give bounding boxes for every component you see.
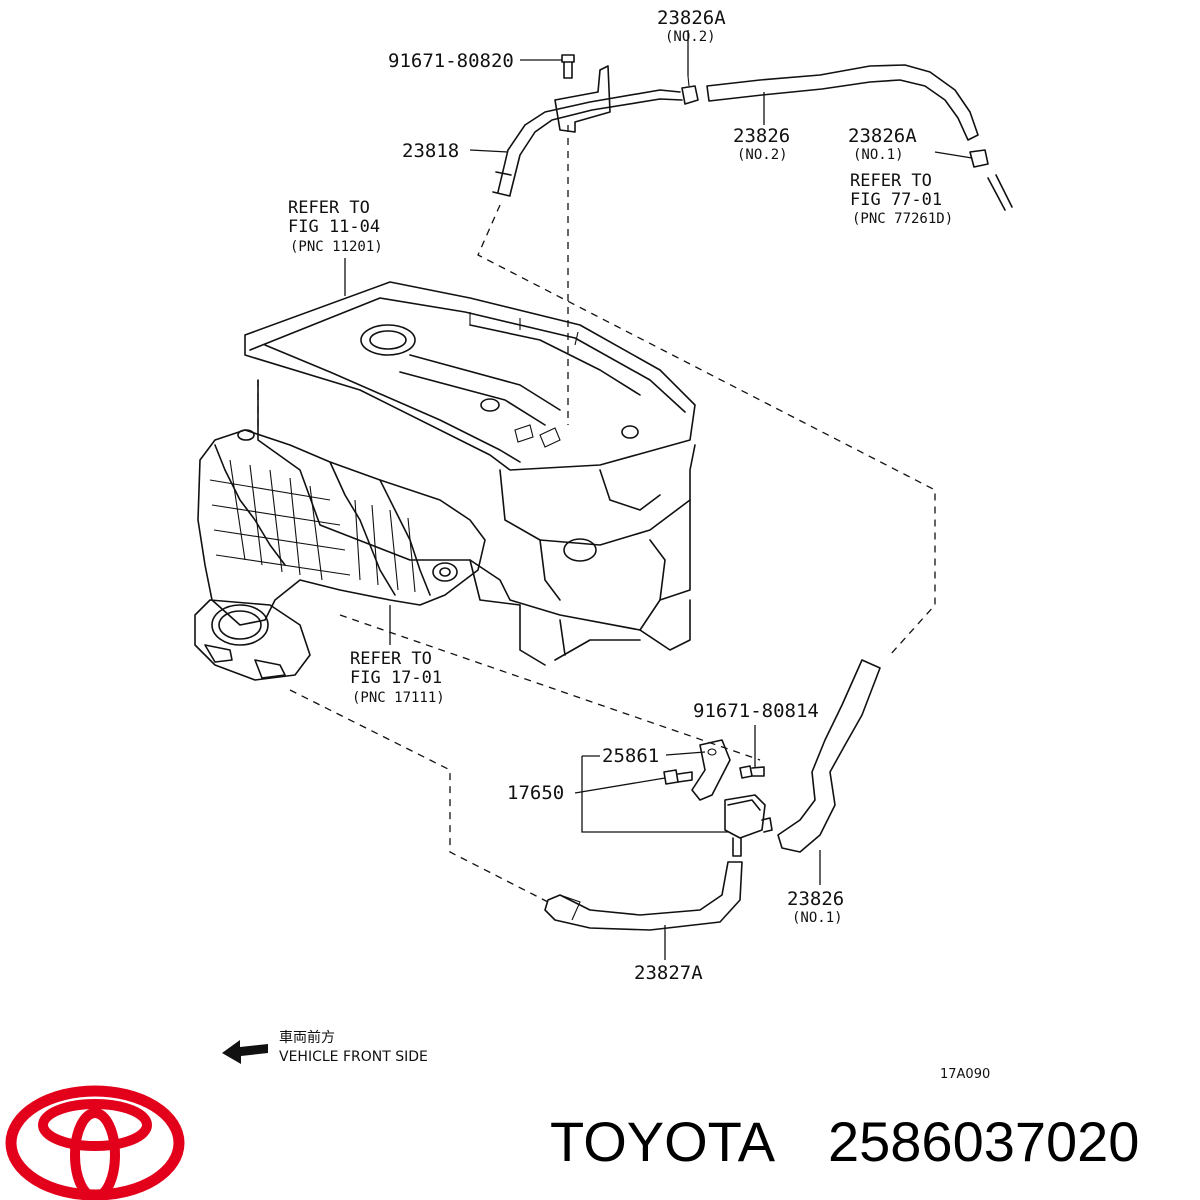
callout-23826-no2-sub: (NO.2) <box>737 147 788 163</box>
callout-23826-no1-sub: (NO.1) <box>792 910 843 926</box>
ref-fig-11-line3: (PNC 11201) <box>290 239 383 255</box>
engine-head-drawing <box>194 281 696 681</box>
figure-code: 17A090 <box>940 1067 990 1082</box>
callout-23826-no1: 23826 <box>787 888 844 910</box>
leader-lines <box>344 30 973 960</box>
front-arrow-icon <box>222 1040 268 1064</box>
ref-fig-77-line2: FIG 77-01 <box>850 190 942 210</box>
ref-fig-11-line2: FIG 11-04 <box>288 217 380 237</box>
front-label-japanese: 車両前方 <box>279 1029 335 1046</box>
vehicle-front-indicator: 車両前方 VEHICLE FRONT SIDE <box>222 1029 428 1065</box>
callout-25861: 25861 <box>602 745 659 767</box>
callout-23826-no2: 23826 <box>733 125 790 147</box>
ref-fig-77-line1: REFER TO <box>850 171 932 191</box>
brand-name: TOYOTA <box>550 1110 776 1173</box>
callout-23826A-no1: 23826A <box>848 125 917 147</box>
ref-fig-17-line2: FIG 17-01 <box>350 668 442 688</box>
callout-91671-80814: 91671-80814 <box>693 700 819 722</box>
ref-fig-77-line3: (PNC 77261D) <box>852 211 953 227</box>
callout-23826A-no2: 23826A <box>657 7 726 29</box>
callout-17650: 17650 <box>507 782 564 804</box>
ref-fig-17-line1: REFER TO <box>350 649 432 669</box>
callout-23826A-no2-sub: (NO.2) <box>665 29 716 45</box>
toyota-logo-icon <box>5 1085 185 1200</box>
callout-23827A: 23827A <box>634 962 703 984</box>
callout-labels: 23826A (NO.2) 91671-80820 23818 23826 (N… <box>288 7 953 984</box>
ref-fig-17-line3: (PNC 17111) <box>352 690 445 706</box>
part-number: 2586037020 <box>828 1110 1139 1173</box>
upper-pcv-assembly <box>492 54 1013 211</box>
ref-fig-11-line1: REFER TO <box>288 198 370 218</box>
lower-vsv-assembly <box>544 659 881 931</box>
callout-91671-80820: 91671-80820 <box>388 50 514 72</box>
callout-23818: 23818 <box>402 140 459 162</box>
callout-23826A-no1-sub: (NO.1) <box>853 147 904 163</box>
front-label-english: VEHICLE FRONT SIDE <box>279 1049 428 1065</box>
